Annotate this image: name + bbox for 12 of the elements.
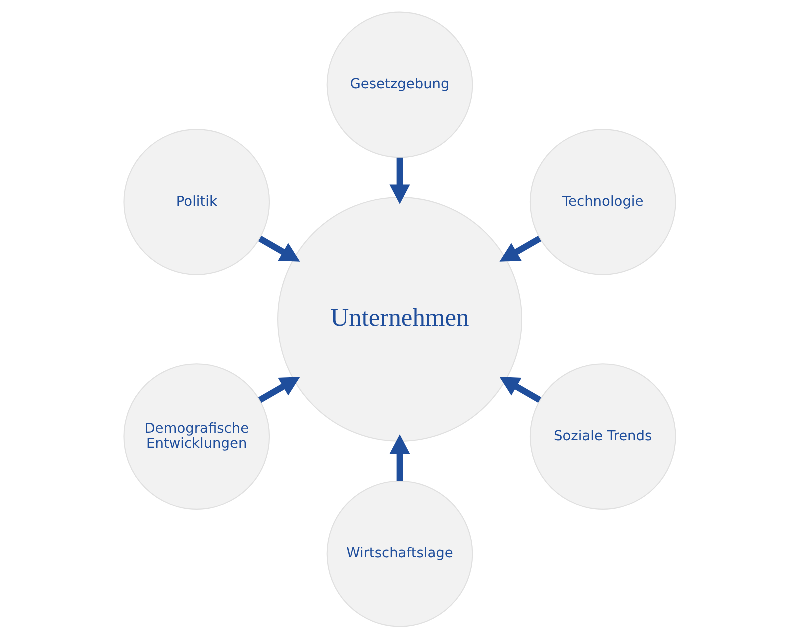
node-circle: Technologie: [530, 129, 676, 276]
arrow: [390, 434, 410, 482]
node-circle: Demografische Entwicklungen: [124, 364, 270, 510]
arrow: [390, 158, 410, 204]
arrow: [500, 236, 542, 262]
node-circle: Gesetzgebung: [326, 12, 474, 158]
arrow: [500, 377, 542, 404]
node-circle: Wirtschaftslage: [326, 480, 474, 628]
arrow: [258, 377, 300, 404]
arrow: [258, 236, 300, 262]
node-circle: Politik: [124, 129, 270, 276]
node-circle: Soziale Trends: [530, 364, 676, 510]
